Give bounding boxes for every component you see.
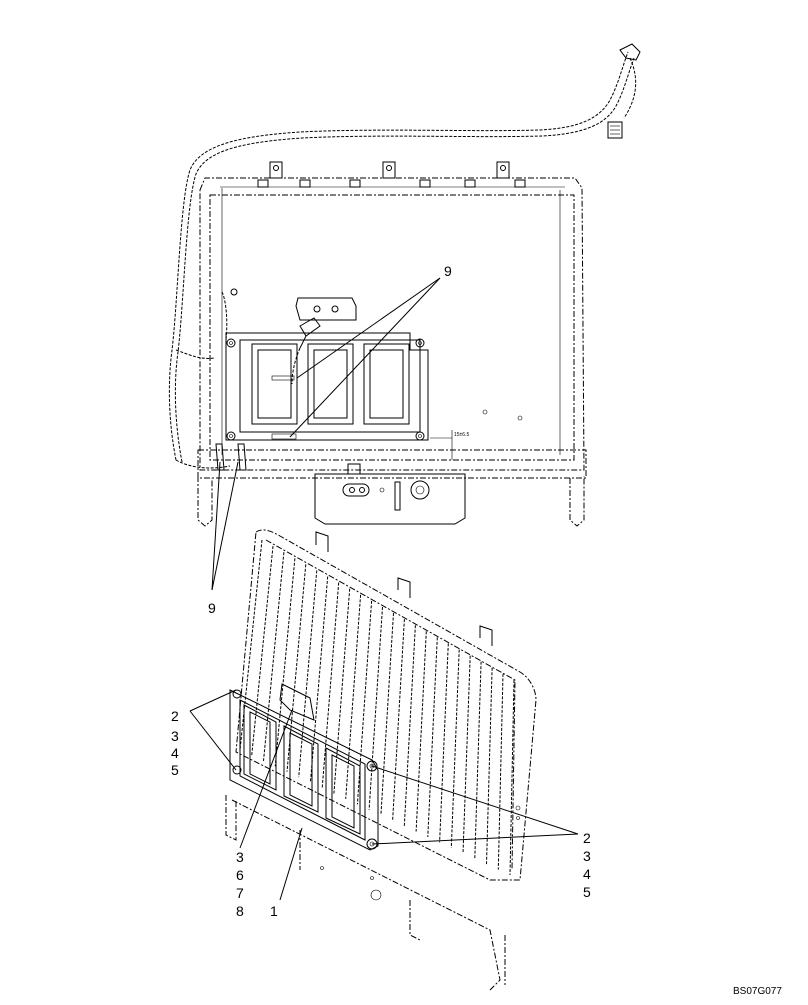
- grille-bar: [439, 643, 449, 843]
- callout-left-5: 5: [171, 762, 179, 778]
- grille-bar: [450, 649, 460, 848]
- callout-right-4: 4: [583, 866, 591, 882]
- top-tabs: [257, 161, 526, 188]
- callout-left-4: 4: [171, 745, 179, 761]
- grille-bar: [356, 600, 373, 805]
- grille-bar: [239, 539, 263, 751]
- grille-bar: [403, 625, 416, 827]
- callout-center-8: 8: [236, 903, 244, 919]
- leader-lines: [189, 277, 579, 901]
- grille-bar: [380, 612, 394, 816]
- callout-left-2: 2: [171, 708, 179, 724]
- callout-center-3: 3: [236, 849, 244, 865]
- grille-bar: [462, 655, 471, 854]
- dimension-label: 15±6.5: [454, 432, 469, 438]
- grille-bar: [486, 667, 493, 865]
- callout-left-3: 3: [171, 728, 179, 744]
- grille-panel: [225, 529, 537, 991]
- grille-bar: [368, 606, 383, 810]
- grille-bar: [415, 631, 427, 832]
- grille-mesh: [239, 539, 515, 876]
- grille-bar: [274, 558, 296, 767]
- grille-bar: [251, 546, 274, 756]
- callout-right-5: 5: [583, 884, 591, 900]
- callout-center-7: 7: [236, 885, 244, 901]
- lower-bracket: [314, 473, 466, 525]
- mounting-plate: [225, 297, 523, 441]
- grille-bar: [474, 661, 482, 859]
- grille-bar: [427, 637, 438, 838]
- grille-bar: [298, 570, 318, 778]
- grille-bar: [309, 576, 329, 783]
- upper-panel: 15±6.5: [175, 161, 587, 527]
- callout-right-3: 3: [583, 848, 591, 864]
- wire-harness: [168, 43, 641, 463]
- callout-left-9: 9: [208, 600, 216, 616]
- dimension: 15±6.5: [430, 430, 469, 460]
- grille-bar: [263, 552, 285, 761]
- grille-bar: [321, 582, 340, 789]
- callout-bottom-1: 1: [270, 903, 278, 919]
- callout-center-6: 6: [236, 867, 244, 883]
- grille-bar: [497, 673, 504, 870]
- grille-bar: [345, 594, 362, 799]
- grille-bar: [333, 588, 351, 794]
- grille-plate: [229, 683, 379, 851]
- callout-labels: 9 9 2 3 4 5 3 6 7 8 1 2 3 4 5: [171, 263, 591, 919]
- drawing-code: BS07G077: [733, 986, 782, 997]
- grille-bar: [392, 619, 405, 821]
- callout-right-2: 2: [583, 830, 591, 846]
- callout-top-9: 9: [444, 263, 452, 279]
- grille-bar: [509, 679, 515, 876]
